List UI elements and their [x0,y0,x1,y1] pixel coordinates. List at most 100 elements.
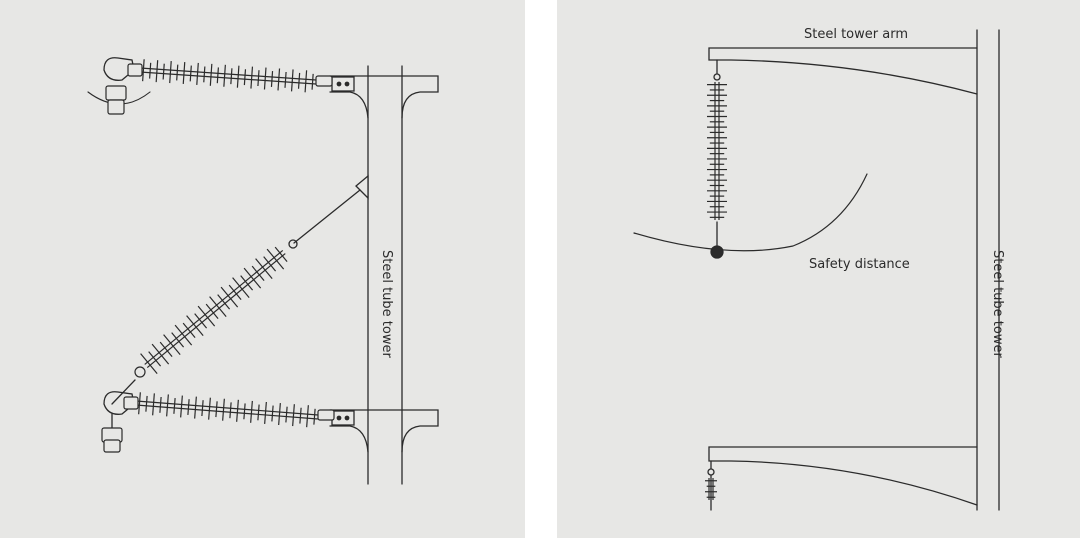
diagonal-insulator [140,246,288,375]
lower-hardware-eye [707,468,715,476]
insulator-shed [264,401,267,424]
right-tower-label: Steel tube tower [990,250,1005,358]
insulator-shed [299,407,302,424]
insulator-shed [174,324,193,346]
diagonal-lower-link [111,379,136,405]
lower-mount-plate [331,410,355,426]
insulator-shed [203,66,206,83]
insulator-shed [230,68,233,85]
insulator-shed [290,69,294,92]
upper-conductor-clamp [107,99,125,115]
suspension-insulator [707,82,727,220]
upper-insulator-clamp [127,63,143,77]
insulator-shed [229,402,232,419]
insulator-shed [217,294,231,310]
insulator-shed [205,303,219,319]
insulator-shed [278,403,281,426]
insulator-shed [196,62,199,85]
insulator-shed [228,284,242,300]
insulator-shed [216,67,219,84]
upper-cross-arm [329,75,439,119]
insulator-shed [257,70,260,87]
left-tower-label: Steel tube tower [379,250,394,358]
insulator-shed [209,63,213,86]
insulator-shed [176,64,179,81]
insulator-shed [220,286,239,308]
left-diagram-panel: Steel tube tower [0,0,525,538]
diagonal-insulator-eye [134,366,146,378]
insulator-shed [251,265,265,281]
lower-insulator-clamp [123,396,139,410]
insulator-shed [208,397,211,420]
plate-bolt [344,81,350,87]
insulator-core [144,249,284,365]
insulator-shed [274,246,288,262]
lower-tower-arm [708,446,978,506]
upper-horizontal-insulator [139,59,317,93]
insulator-shed [285,406,288,423]
safety-distance-label: Safety distance [809,257,910,272]
insulator-shed [304,70,308,93]
upper-mount-plate [331,76,355,92]
safety-distance-arc [633,173,868,252]
insulator-shed [306,405,309,428]
insulator-shed [159,341,173,357]
suspension-top-eye [713,73,721,81]
insulator-shed [297,72,301,89]
upper-suspension-clamp [105,85,127,101]
insulator-shed [243,403,246,420]
upper-insulator-end-fitting [315,75,333,87]
insulator-shed [187,399,190,415]
right-diagram-panel: Steel tower arm Safety distance Steel tu… [557,0,1080,538]
lower-arm-insulator [705,478,717,500]
insulator-shed [140,353,158,375]
insulator-shed [159,396,162,413]
insulator-shed [236,399,239,422]
insulator-core [135,404,318,420]
insulator-shed [243,69,247,86]
insulator-shed [148,351,162,367]
insulator-shed [201,400,204,417]
insulator-shed [173,398,176,414]
steel-tower-arm-label: Steel tower arm [804,27,908,42]
insulator-shed [151,343,170,365]
insulator-shed [250,400,253,423]
insulator-shed [182,61,186,85]
insulator-shed [236,65,240,88]
insulator-shed [189,65,192,82]
lower-conductor-clamp [103,439,121,453]
tower-with-suspension-insulator-drawing [633,29,1000,511]
insulator-core [146,253,286,369]
insulator-shed [257,404,260,421]
tower-with-v-insulators-drawing [87,57,439,485]
insulator-core [140,67,317,81]
insulator-shed [311,73,314,90]
insulator-shed [155,60,159,83]
insulator-shed [162,63,165,80]
lower-horizontal-insulator [135,392,319,428]
insulator-shed [222,398,225,421]
insulator-shed [209,296,227,318]
insulator-shed [186,315,204,337]
insulator-shed [263,67,267,90]
insulator-shed [142,59,145,82]
insulator-shed [292,404,295,427]
insulator-shed [197,305,216,327]
insulator-shed [149,62,152,79]
insulator-core [139,71,316,85]
insulator-shed [240,275,254,291]
insulator-shed [145,395,148,412]
insulator-shed [138,392,141,415]
conductor-clamp [710,245,724,259]
insulator-shed [271,405,274,422]
lower-insulator-end-fitting [317,409,335,421]
plate-bolt [336,81,342,87]
insulator-shed [263,256,277,272]
insulator-shed [255,258,273,280]
lower-cross-arm [329,409,439,453]
rod-eye [288,239,298,249]
insulator-shed [266,248,285,270]
insulator-shed [277,68,281,91]
brace-bracket [355,174,369,200]
insulator-shed [270,71,274,87]
